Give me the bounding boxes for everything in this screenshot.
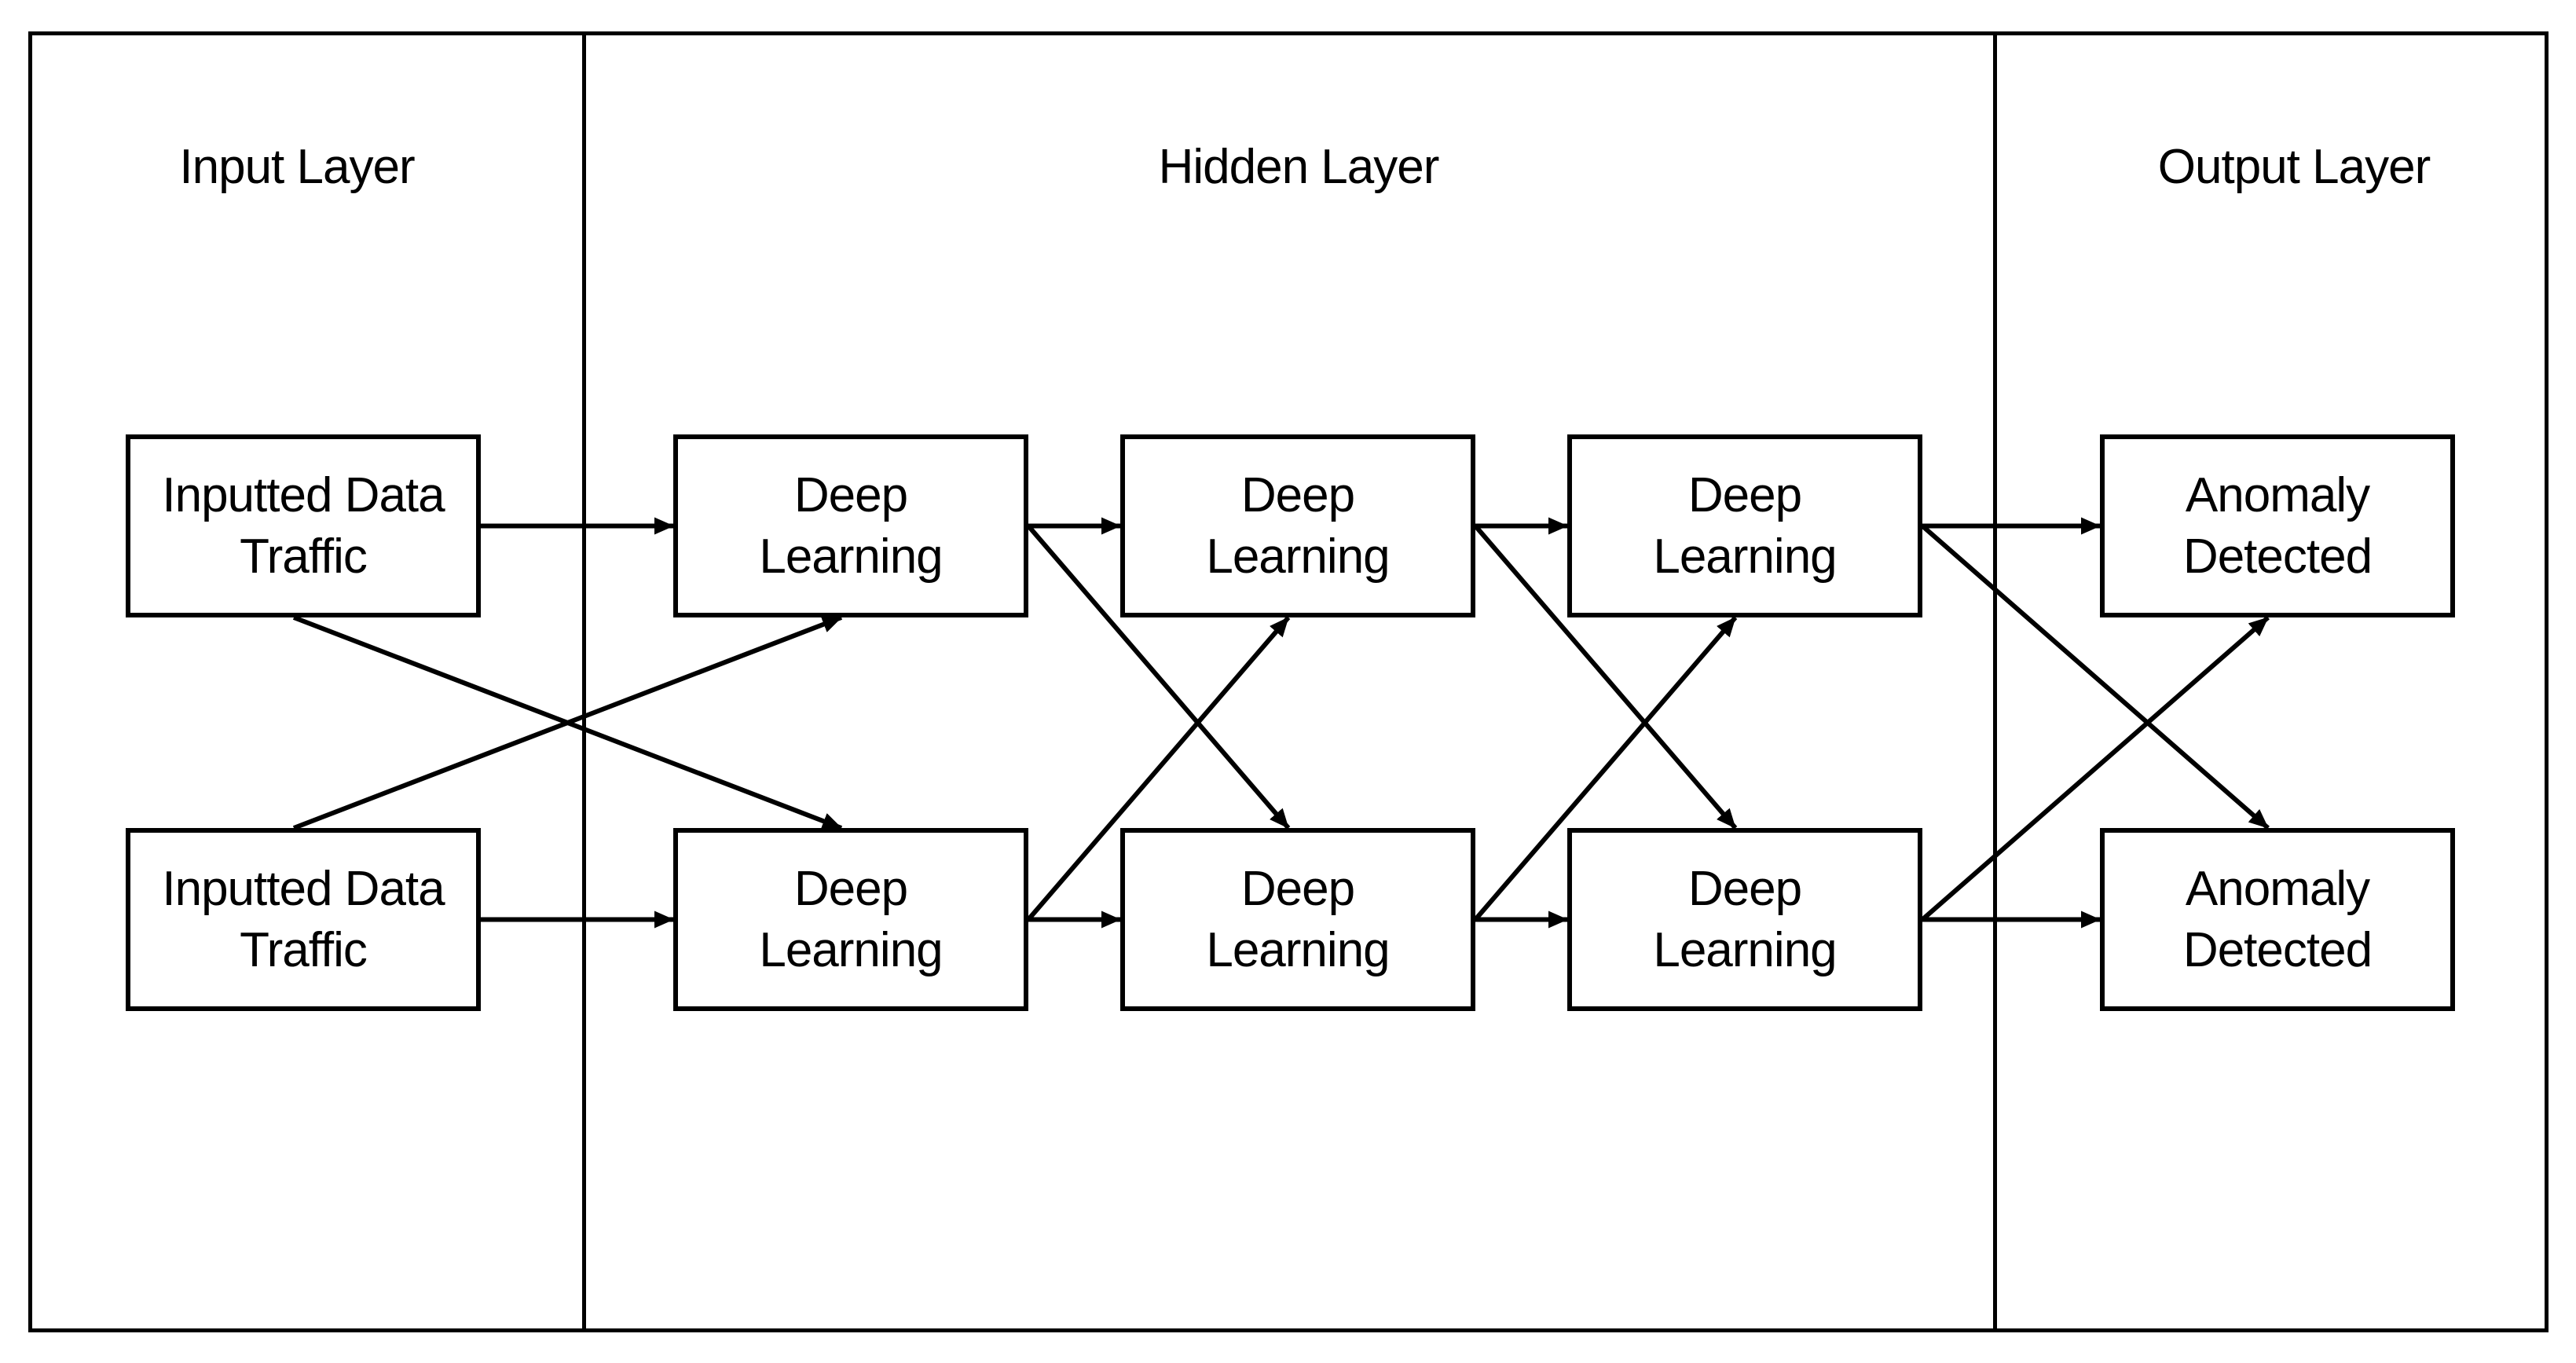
node-deep-learning-1: Deep Learning (673, 434, 1028, 617)
node-label: Anomaly Detected (2182, 467, 2373, 584)
node-inputted-data-traffic-1: Inputted Data Traffic (126, 434, 481, 617)
section-title-input-layer: Input Layer (179, 140, 415, 194)
node-label: Inputted Data Traffic (162, 861, 445, 977)
node-deep-learning-5: Deep Learning (1120, 828, 1475, 1011)
section-title-hidden-layer: Hidden Layer (1158, 140, 1440, 194)
node-label: Deep Learning (1206, 467, 1390, 584)
section-title-output-layer: Output Layer (2157, 140, 2431, 194)
node-deep-learning-3: Deep Learning (1567, 434, 1922, 617)
node-deep-learning-2: Deep Learning (1120, 434, 1475, 617)
node-anomaly-detected-1: Anomaly Detected (2100, 434, 2455, 617)
node-deep-learning-4: Deep Learning (673, 828, 1028, 1011)
node-inputted-data-traffic-2: Inputted Data Traffic (126, 828, 481, 1011)
node-deep-learning-6: Deep Learning (1567, 828, 1922, 1011)
node-label: Deep Learning (1653, 467, 1837, 584)
node-label: Deep Learning (1206, 861, 1390, 977)
node-label: Inputted Data Traffic (162, 467, 445, 584)
hidden-output-divider (1993, 31, 1997, 1332)
node-label: Deep Learning (759, 467, 943, 584)
diagram-outer-border (28, 31, 2549, 1332)
node-label: Deep Learning (1653, 861, 1837, 977)
input-hidden-divider (582, 31, 586, 1332)
node-label: Deep Learning (759, 861, 943, 977)
node-anomaly-detected-2: Anomaly Detected (2100, 828, 2455, 1011)
node-label: Anomaly Detected (2182, 861, 2373, 977)
